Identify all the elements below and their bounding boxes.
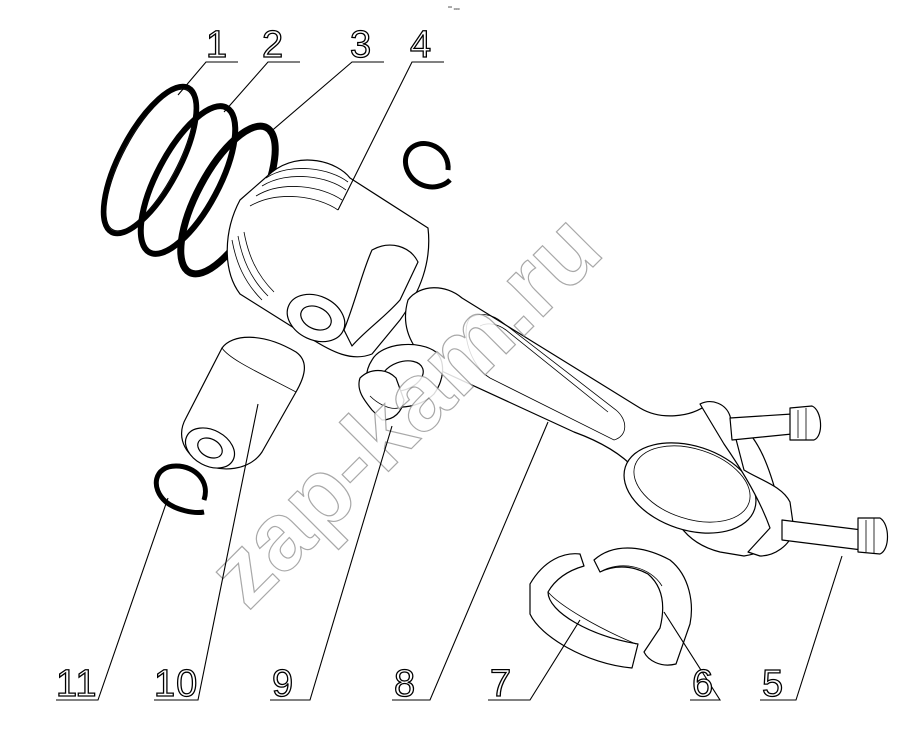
callout-5: 5 — [762, 663, 784, 705]
piston-ring-top — [100, 83, 200, 237]
callout-11: 11 — [56, 663, 97, 705]
retaining-ring-upper — [403, 141, 452, 190]
connecting-rod-bolt — [729, 405, 889, 555]
callout-9: 9 — [272, 663, 294, 705]
callout-7: 7 — [490, 663, 512, 705]
corner-mark: ⁰⁰ ₀₀₀ — [448, 6, 460, 12]
callout-1: 1 — [206, 24, 228, 66]
callout-labels: 1 2 3 4 5 6 7 8 9 10 11 — [55, 23, 784, 705]
callout-10: 10 — [154, 663, 198, 705]
callout-8: 8 — [394, 663, 416, 705]
leader-lines — [56, 61, 843, 701]
callout-6: 6 — [692, 663, 714, 705]
bearing-shell-upper — [593, 547, 692, 666]
piston-ring-second — [137, 103, 239, 257]
callout-4: 4 — [410, 24, 432, 66]
retaining-ring-lower — [153, 463, 208, 515]
piston-pin — [181, 336, 305, 470]
small-end-bushing — [358, 369, 405, 421]
callout-3: 3 — [350, 24, 372, 66]
bearing-shell-lower — [529, 553, 639, 669]
piston — [226, 159, 430, 358]
callout-2: 2 — [262, 24, 284, 66]
